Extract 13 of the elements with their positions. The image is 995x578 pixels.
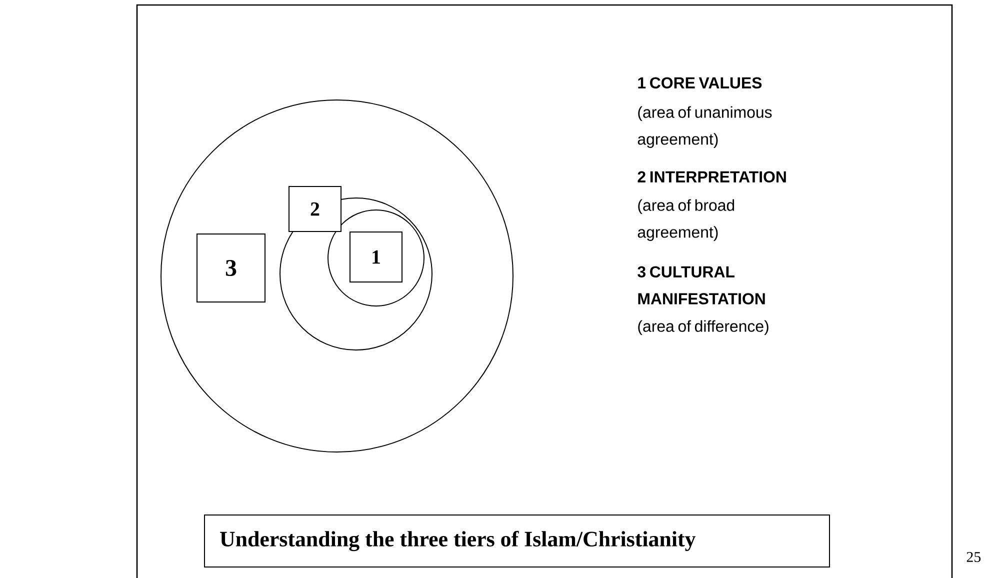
tier-heading: 1 CORE VALUES [638,77,762,88]
tier-heading: 2 INTERPRETATION [638,171,786,182]
number-box: 1 [350,232,402,282]
tier-description: (area of broad agreement) [638,199,734,241]
circle [160,100,514,452]
tier-heading: 3 CULTURAL MANIFESTATION [638,266,765,304]
circle [328,210,424,306]
tier-description: (area of difference) [638,320,768,336]
number-box: 3 [196,234,266,302]
caption-box: Understanding the three tiers of Islam/Christianity [204,514,830,568]
number-box: 2 [288,186,342,232]
page-number: 25 [966,552,981,562]
tier-description: (area of unanimous agreement) [638,106,772,148]
